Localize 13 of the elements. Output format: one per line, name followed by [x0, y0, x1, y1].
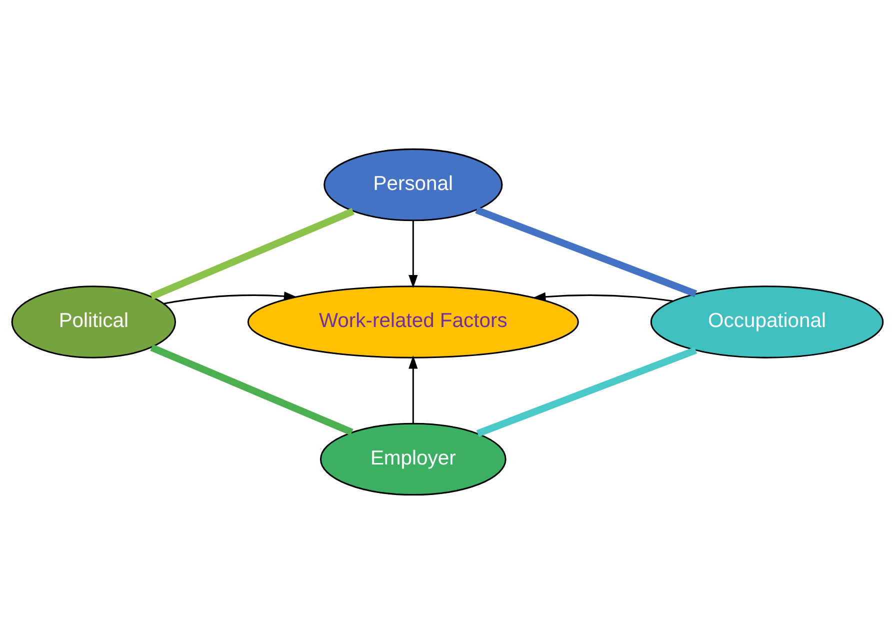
connector: [475, 206, 698, 297]
connector: [476, 346, 698, 436]
arrow: [532, 292, 673, 302]
connector: [150, 207, 354, 300]
arrow: [408, 355, 418, 423]
arrow: [408, 220, 418, 288]
node-ellipse: Occupational: [650, 285, 884, 358]
node-ellipse: Personal: [324, 148, 503, 221]
arrow: [164, 291, 298, 304]
connector: [150, 344, 354, 436]
node-ellipse: Work-related Factors: [247, 285, 579, 358]
node-ellipse: Political: [11, 285, 176, 358]
node-ellipse: Employer: [320, 422, 506, 496]
